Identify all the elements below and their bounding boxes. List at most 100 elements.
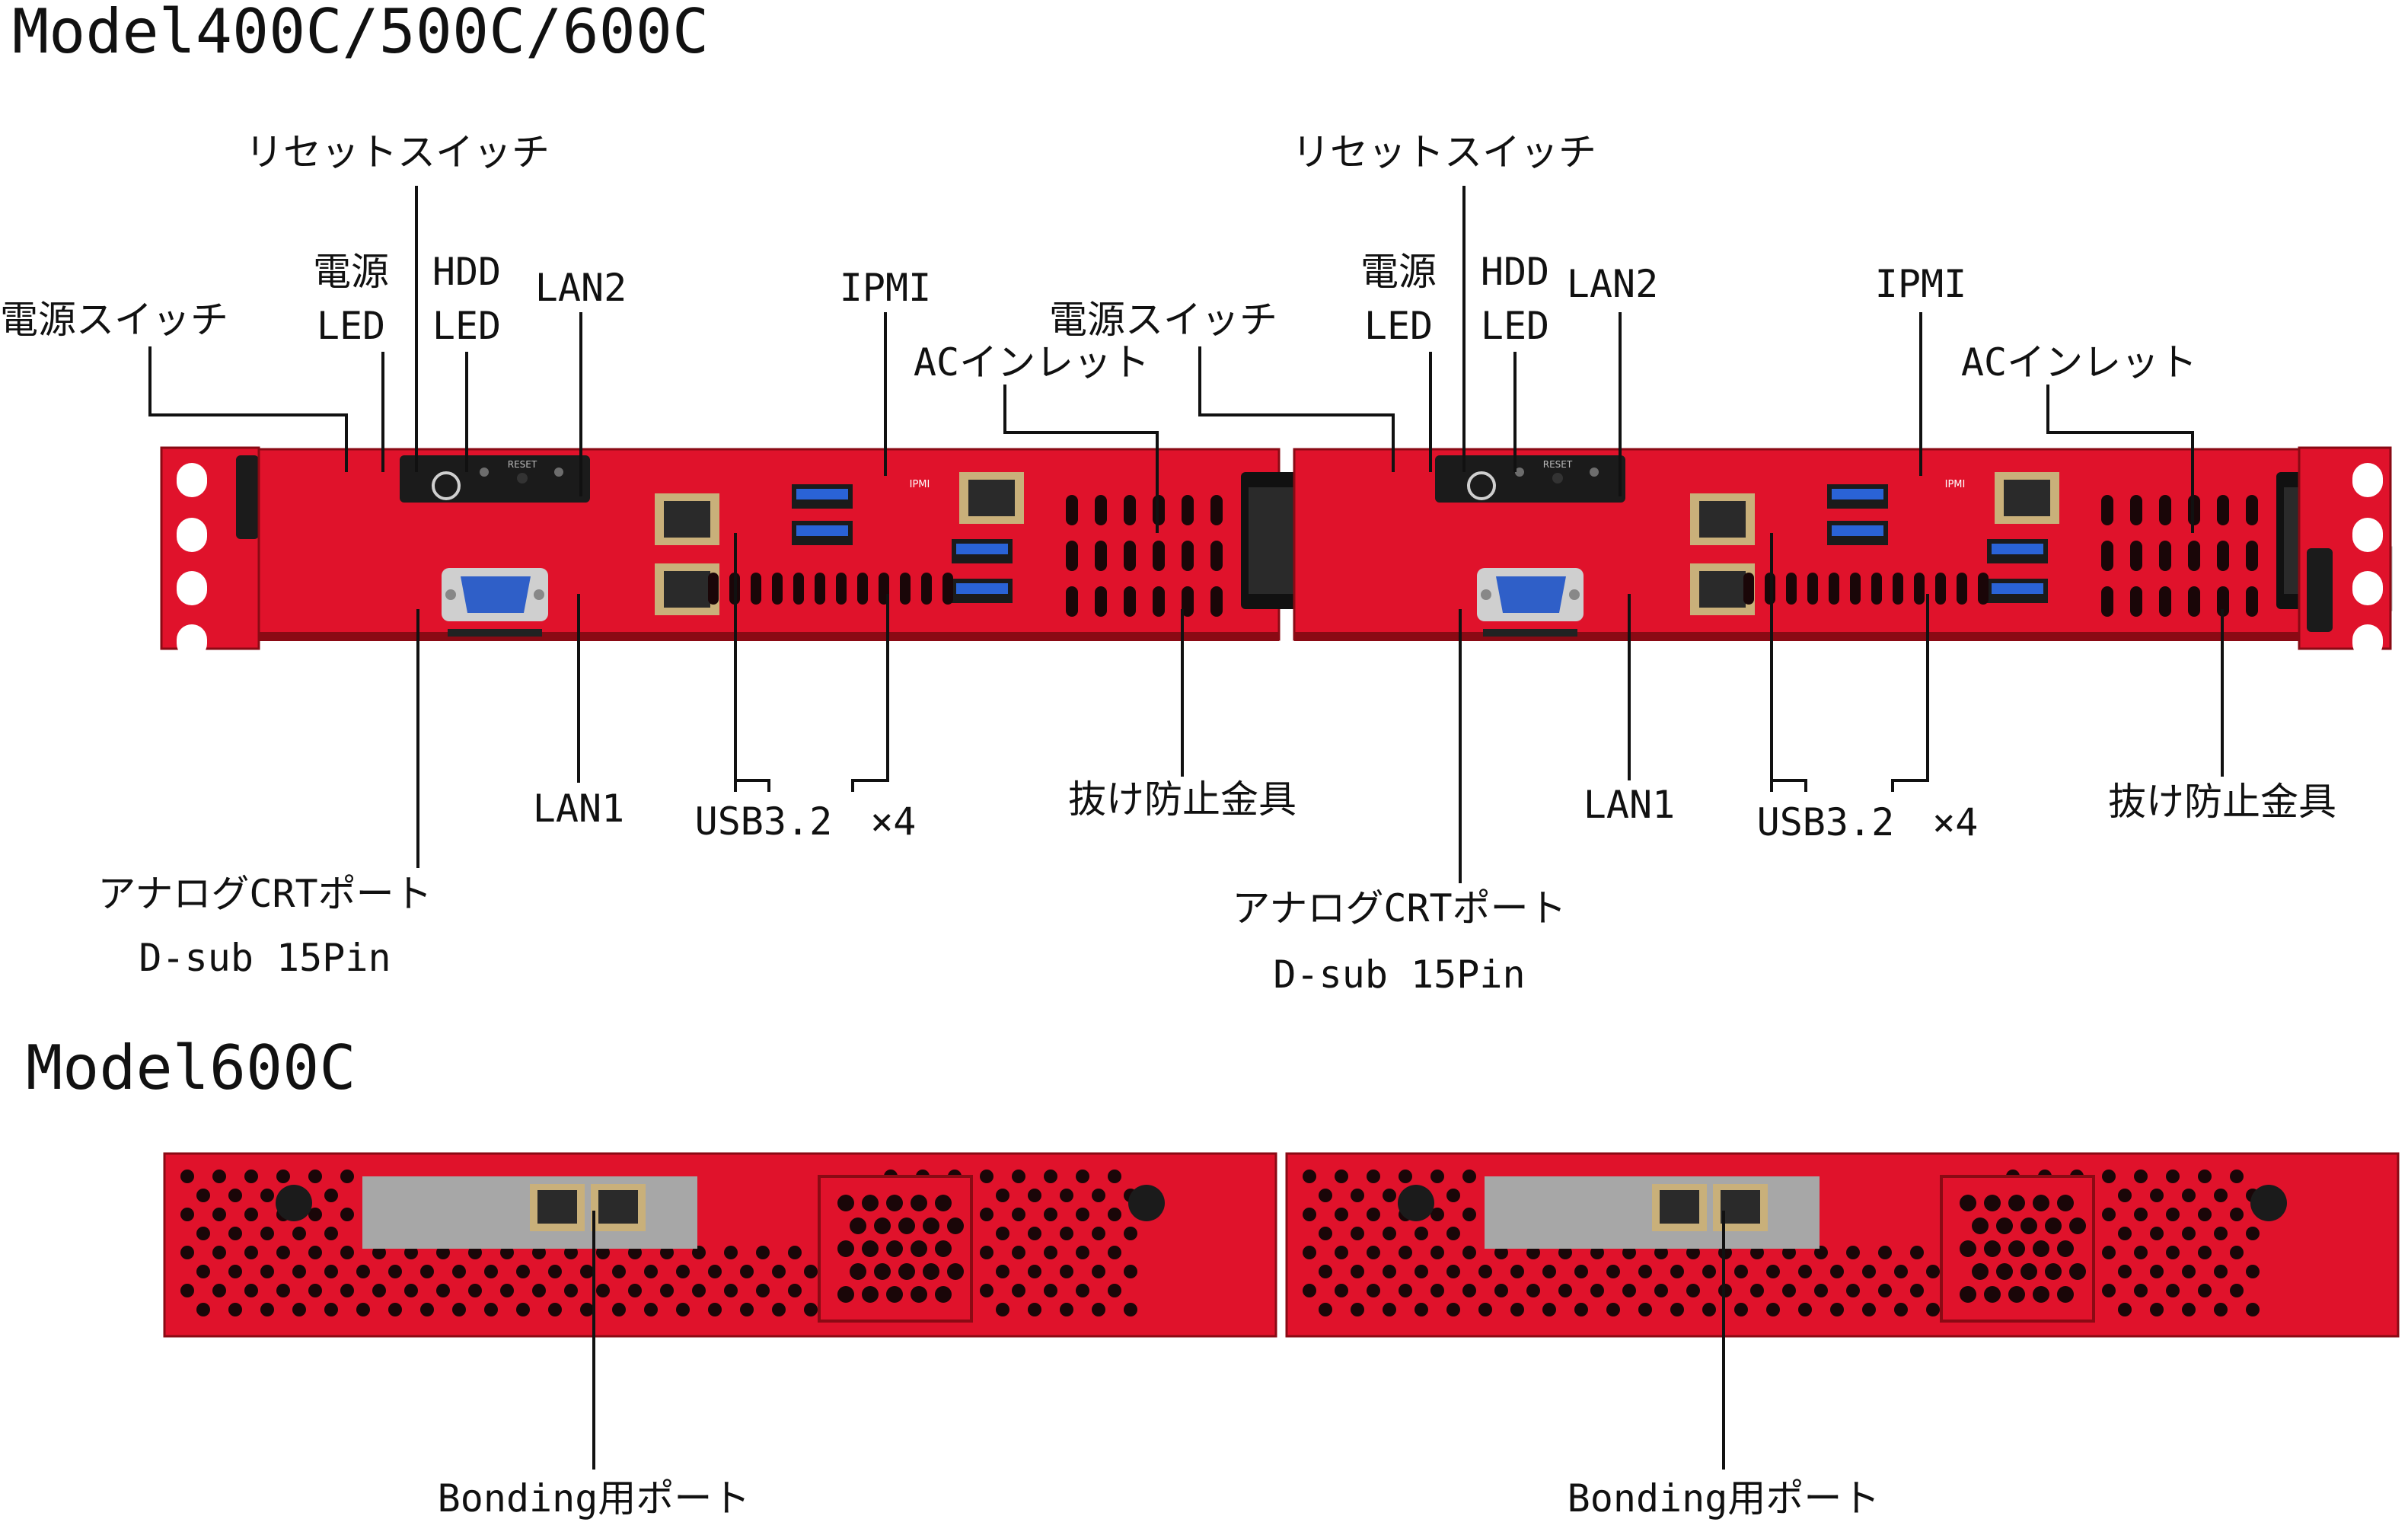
hex-vent [1702, 1265, 1716, 1278]
vga-bracket [448, 629, 542, 637]
vent-slot [1871, 573, 1882, 605]
leader-power-switch-b [1198, 346, 1395, 472]
hex-vent [2182, 1189, 2196, 1202]
hex-vent [260, 1303, 274, 1316]
hex-vent [644, 1265, 658, 1278]
hex-vent [276, 1284, 290, 1297]
hex-vent [2166, 1284, 2180, 1297]
label-lan1-b: LAN1 [1583, 783, 1676, 827]
hex-vent [2118, 1303, 2132, 1316]
hex-vent [484, 1303, 498, 1316]
hex-vent [196, 1227, 210, 1240]
vent-slot [2101, 495, 2113, 525]
hex-vent [756, 1284, 770, 1297]
fan-hole [2020, 1263, 2037, 1280]
hex-vent [2214, 1227, 2228, 1240]
fan-hole [2057, 1195, 2074, 1211]
label-retainer: 抜け防止金具 [1068, 777, 1296, 822]
vent-slot [2188, 586, 2200, 617]
hex-vent [1319, 1227, 1332, 1240]
hex-vent [532, 1246, 546, 1259]
fan-hole [2008, 1286, 2025, 1303]
hex-vent [1670, 1265, 1684, 1278]
hex-vent [2134, 1208, 2148, 1221]
label-hdd-led-b-line2: LED [1480, 304, 1550, 348]
hex-vent [1076, 1246, 1089, 1259]
reset-button [517, 473, 528, 483]
hex-vent [1124, 1303, 1137, 1316]
fan-hole [911, 1240, 927, 1257]
hex-vent [2198, 1246, 2212, 1259]
hex-vent [1092, 1189, 1105, 1202]
ipmi-mark: IPMI [910, 479, 930, 490]
fan-hole [923, 1217, 939, 1234]
hex-vent [2246, 1265, 2260, 1278]
vent-slot [2246, 586, 2258, 617]
hex-vent [356, 1303, 370, 1316]
hex-vent [1446, 1265, 1460, 1278]
vent-slot [2159, 495, 2171, 525]
hex-vent [260, 1227, 274, 1240]
label-bonding-port: Bonding用ポート [437, 1476, 751, 1521]
hex-vent [244, 1284, 258, 1297]
fan-hole [1972, 1263, 1989, 1280]
rack-ear-hole [177, 463, 207, 497]
hex-vent [324, 1189, 338, 1202]
title-model-400c-500c-600c: Model400C/500C/600C [12, 0, 710, 67]
hex-vent [1606, 1303, 1620, 1316]
vga-screw [1569, 589, 1580, 600]
hex-vent [2198, 1284, 2212, 1297]
fan-hole [2057, 1240, 2074, 1257]
hex-vent [292, 1227, 306, 1240]
fan-hole [837, 1286, 854, 1303]
vent-slot [1957, 573, 1967, 605]
hex-vent [388, 1303, 402, 1316]
hex-vent [1076, 1170, 1089, 1183]
hex-vent [1670, 1303, 1684, 1316]
hex-vent [484, 1265, 498, 1278]
hex-vent [1319, 1265, 1332, 1278]
vent-slot [1124, 495, 1136, 525]
hex-vent [1028, 1227, 1041, 1240]
vent-slot [1210, 586, 1223, 617]
vent-slot [2246, 495, 2258, 525]
power-button-icon [1467, 471, 1496, 500]
hex-vent [1092, 1227, 1105, 1240]
hex-vent [564, 1284, 578, 1297]
hex-vent [404, 1246, 418, 1259]
fan-hole [898, 1263, 915, 1280]
fan-hole [1960, 1240, 1976, 1257]
hex-vent [324, 1303, 338, 1316]
hex-vent [2214, 1265, 2228, 1278]
fan-hole [2045, 1217, 2062, 1234]
hex-vent [1542, 1265, 1556, 1278]
hex-vent [1335, 1170, 1348, 1183]
hex-vent [1478, 1265, 1492, 1278]
hex-vent [980, 1170, 993, 1183]
hex-vent [2246, 1303, 2260, 1316]
thumbscrew [1128, 1185, 1165, 1221]
fan-hole [1984, 1195, 2001, 1211]
fan-hole [911, 1286, 927, 1303]
hex-vent [1335, 1246, 1348, 1259]
hex-vent [1028, 1303, 1041, 1316]
hex-vent [2230, 1284, 2244, 1297]
usb-port [956, 544, 1008, 554]
hex-vent [1060, 1303, 1073, 1316]
hex-vent [1335, 1284, 1348, 1297]
hex-vent [340, 1208, 354, 1221]
hex-vent [1303, 1246, 1316, 1259]
hex-vent [2118, 1189, 2132, 1202]
hex-vent [1076, 1284, 1089, 1297]
vent-slot [900, 573, 911, 605]
vga-screw [534, 589, 544, 600]
hex-vent [1654, 1284, 1668, 1297]
label-crt-line2: D-sub 15Pin [139, 936, 391, 980]
rear-unit [163, 1152, 1277, 1338]
hex-vent [500, 1284, 514, 1297]
leader-usb-left-bracket-b [1770, 779, 1807, 792]
hex-vent [1494, 1284, 1508, 1297]
hex-vent [1574, 1265, 1588, 1278]
hex-vent [532, 1284, 546, 1297]
